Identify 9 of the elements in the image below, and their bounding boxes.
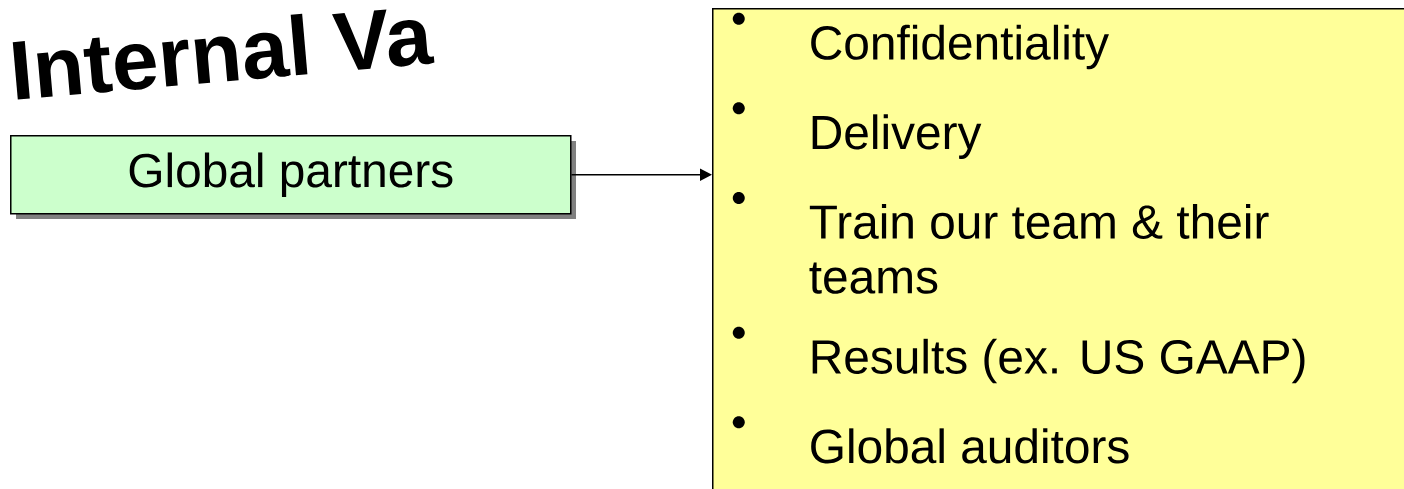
- title: Internal Va: [12, 9, 435, 100]
- list-item: Results (ex. US GAAP): [812, 338, 1305, 384]
- process-box: Global partners: [10, 135, 576, 219]
- list-item: Train our team & their teams: [809, 203, 1269, 294]
- list-item: Confidentiality: [811, 24, 1109, 70]
- arrow: [570, 168, 712, 181]
- list-item: Global auditors: [811, 428, 1129, 464]
- list-item: Delivery: [812, 114, 982, 159]
- list-box: [712, 8, 1404, 489]
